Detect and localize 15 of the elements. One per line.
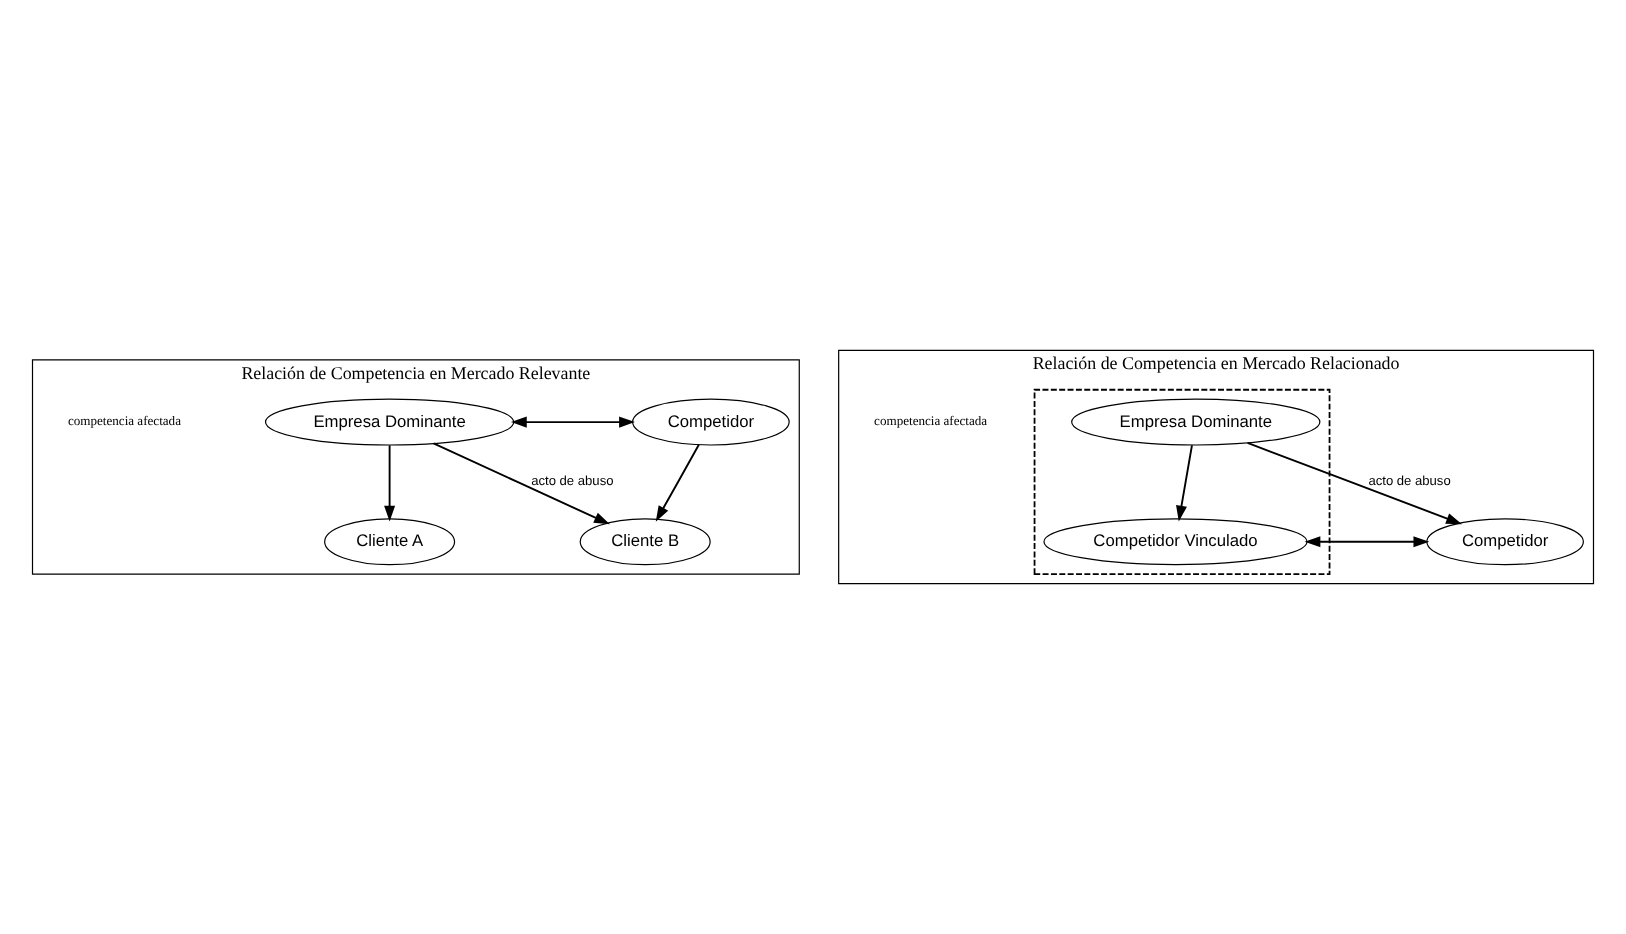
node-ellipse: Empresa Dominante [1071,398,1321,446]
node-ellipse: Competidor [1426,518,1584,566]
cluster [1033,388,1331,575]
arrow [432,442,610,525]
node-ellipse: Empresa Dominante [264,398,515,446]
arrow [1176,444,1193,522]
arrow [1304,536,1430,548]
arrow [510,416,635,428]
node-ellipse: Competidor Vinculado [1043,518,1308,566]
node-ellipse: Cliente A [324,518,456,566]
arrow [655,443,700,522]
node-ellipse: Cliente B [579,518,711,566]
node-ellipse: Competidor [632,398,790,446]
arrow [384,444,396,522]
arrow [1246,441,1462,525]
